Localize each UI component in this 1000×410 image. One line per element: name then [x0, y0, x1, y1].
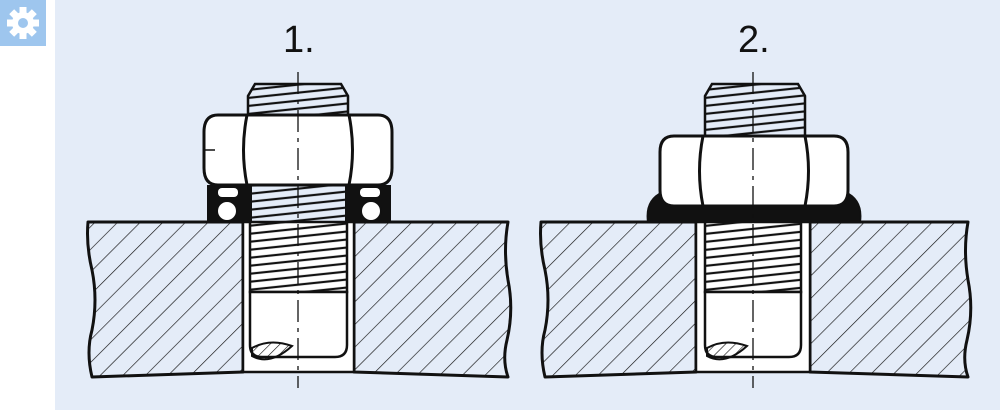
figure-2-hex-nut	[658, 134, 850, 208]
figure-1-plate-right	[352, 220, 513, 379]
figure-2-bolt-section	[706, 341, 749, 361]
figure-2-plate-right	[808, 220, 973, 379]
figure-1-plate-left	[86, 220, 245, 379]
figure-1-seal-washer	[207, 185, 391, 222]
figure-2-bolt-tip	[703, 82, 807, 138]
figure-1-bolt-shank	[248, 290, 349, 359]
gear-icon	[7, 7, 39, 39]
figure-2-plate-left	[539, 220, 698, 379]
figure-2: 2.	[539, 19, 973, 388]
figure-1: 1.	[86, 19, 513, 388]
figure-1-bolt-section	[251, 341, 294, 361]
figure-2-bolt-shank	[703, 290, 803, 359]
figure-1-bolt-tip	[246, 82, 350, 117]
settings-badge[interactable]	[0, 0, 46, 46]
figure-1-label: 1.	[283, 19, 315, 61]
figure-2-label: 2.	[738, 19, 770, 61]
